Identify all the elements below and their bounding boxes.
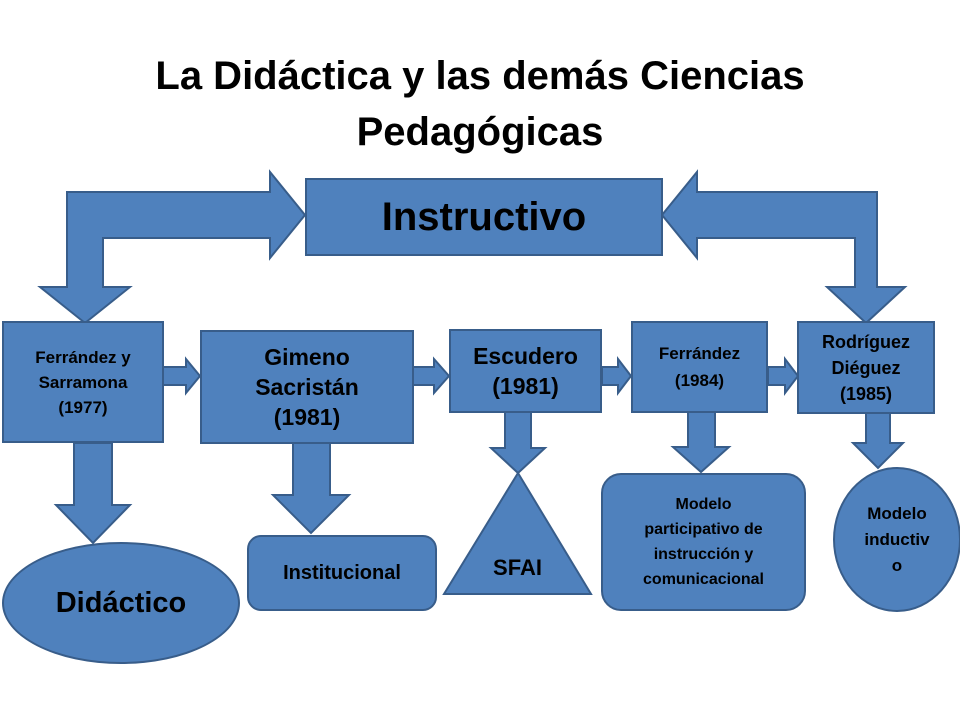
model-participativo: Modelo participativo de instrucción y co… xyxy=(601,473,806,611)
model-inductivo: Modelo inductiv o xyxy=(833,467,960,612)
author-box-ferrandez-sarramona: Ferrández y Sarramona (1977) xyxy=(2,321,164,443)
bent-arrow-right xyxy=(660,169,908,325)
author-box-escudero: Escudero (1981) xyxy=(449,329,602,413)
model-institucional: Institucional xyxy=(247,535,437,611)
arrow-author-2-to-3 xyxy=(412,356,451,396)
model-label: Modelo participativo de instrucción y co… xyxy=(643,496,764,588)
model-label: Institucional xyxy=(283,561,401,584)
model-sfai-label-wrap: SFAI xyxy=(444,548,591,588)
arrow-down-1 xyxy=(53,442,133,545)
model-label: Didáctico xyxy=(55,586,187,619)
author-box-rodriguez-dieguez: Rodríguez Diéguez (1985) xyxy=(797,321,935,414)
author-label: Escudero (1981) xyxy=(473,343,578,399)
instructivo-box: Instructivo xyxy=(305,178,663,256)
model-label: Modelo inductiv o xyxy=(864,503,930,575)
author-box-ferrandez: Ferrández (1984) xyxy=(631,321,768,413)
author-label: Gimeno Sacristán (1981) xyxy=(255,344,359,430)
arrow-down-2 xyxy=(270,442,352,535)
arrow-author-1-to-2 xyxy=(162,356,202,396)
arrow-down-4 xyxy=(670,411,732,474)
author-label: Ferrández (1984) xyxy=(658,344,741,390)
bent-arrow-left xyxy=(37,169,307,325)
arrow-down-5 xyxy=(850,412,906,470)
title-line-1: La Didáctica y las demás Ciencias xyxy=(155,54,805,98)
author-label: Ferrández y Sarramona (1977) xyxy=(35,347,131,417)
arrow-author-3-to-4 xyxy=(601,356,633,396)
author-box-gimeno-sacristan: Gimeno Sacristán (1981) xyxy=(200,330,414,444)
model-label: SFAI xyxy=(493,555,542,580)
arrow-author-4-to-5 xyxy=(767,356,800,396)
instructivo-label: Instructivo xyxy=(381,194,587,239)
model-didactico: Didáctico xyxy=(2,542,240,664)
title-line-2: Pedagógicas xyxy=(356,110,604,154)
slide-title: La Didáctica y las demás Ciencias Pedagó… xyxy=(0,48,960,160)
author-label: Rodríguez Diéguez (1985) xyxy=(822,331,910,404)
sfai-triangle xyxy=(442,471,593,595)
arrow-down-3 xyxy=(488,411,548,475)
